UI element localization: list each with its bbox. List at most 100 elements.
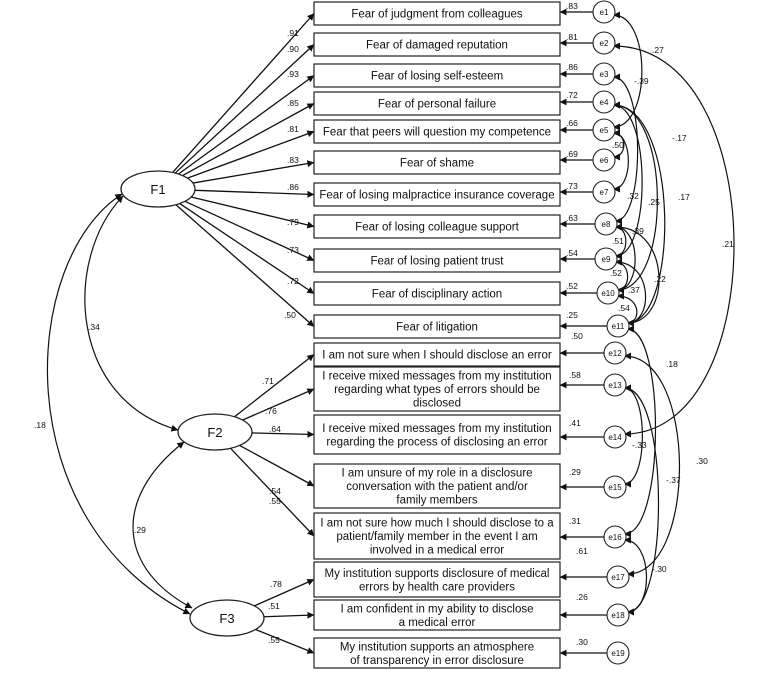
indicator-1: Fear of judgment from colleagues.83	[313, 1, 578, 26]
r-squared-label: .52	[566, 281, 578, 291]
error-covariance-arc	[617, 292, 638, 327]
error-label: e10	[601, 289, 615, 298]
error-covariance-value: .32	[627, 191, 639, 201]
loading-path	[234, 353, 315, 418]
error-covariance-arc	[613, 42, 735, 438]
indicator-label: conversation with the patient and/or	[346, 481, 528, 493]
indicator-label: I am confident in my ability to disclose	[340, 603, 533, 615]
r-squared-label: .30	[576, 637, 588, 647]
error-circle	[592, 31, 616, 55]
error-term-e1: e1	[592, 0, 616, 24]
indicator-12: I am not sure when I should disclose an …	[313, 331, 583, 367]
error-terms-group: e1e2e3e4e5e6e7e8e9e10e11e12e13e14e15e16e…	[592, 0, 630, 665]
loading-coefficient: .55	[268, 635, 280, 645]
indicator-box	[313, 463, 561, 509]
latent-label: F3	[219, 611, 234, 626]
error-covariance-value: -.17	[672, 133, 687, 143]
error-covariance-arc	[613, 11, 643, 131]
error-label: e5	[600, 126, 609, 135]
indicator-box	[313, 342, 561, 367]
indicator-box	[313, 214, 561, 239]
error-circle	[592, 118, 616, 142]
indicator-3: Fear of losing self-esteem.86	[313, 62, 578, 88]
indicator-box	[313, 512, 561, 560]
error-circle	[606, 603, 630, 627]
indicator-15: I am unsure of my role in a disclosureco…	[313, 463, 581, 509]
indicator-label: involved in a medical error	[370, 545, 504, 557]
r-squared-label: .63	[566, 213, 578, 223]
loading-paths-group: .91.90.93.85.81.83.86.79.73.72.50.71.76.…	[172, 8, 607, 657]
indicator-5: Fear that peers will question my compete…	[313, 118, 578, 144]
error-label: e2	[600, 39, 609, 48]
error-covariance-value: .30	[696, 456, 708, 466]
error-covariance-value: .27	[652, 45, 664, 55]
error-term-e16: e16	[603, 525, 627, 549]
indicator-box	[313, 150, 561, 175]
indicator-label: I receive mixed messages from my institu…	[322, 423, 551, 435]
loading-path	[254, 578, 315, 607]
error-term-e3: e3	[592, 62, 616, 86]
indicator-items-group: Fear of judgment from colleagues.83Fear …	[313, 1, 588, 669]
error-covariance-arc	[624, 384, 643, 488]
indicator-8: Fear of losing colleague support .63	[313, 213, 578, 239]
indicator-label: regarding the process of disclosing an e…	[326, 436, 547, 448]
loading-path	[191, 196, 315, 229]
indicator-box	[313, 414, 561, 455]
latent-f3: F3	[189, 599, 265, 637]
indicator-label: I am not sure how much I should disclose…	[320, 518, 554, 530]
r-squared-label: .72	[566, 90, 578, 100]
error-covariance-value: .39	[632, 226, 644, 236]
error-label: e11	[612, 322, 625, 331]
indicator-box	[313, 32, 561, 57]
indicator-label: My institution supports disclosure of me…	[325, 568, 550, 580]
loading-coefficient: .90	[287, 44, 299, 54]
error-term-e8: e8	[594, 212, 618, 236]
indicator-box	[313, 119, 561, 144]
loading-path	[242, 388, 315, 421]
loading-path	[182, 102, 315, 177]
loading-path	[194, 189, 315, 198]
error-label: e9	[602, 255, 611, 264]
loading-path	[174, 44, 315, 174]
indicator-box	[313, 314, 561, 339]
error-label: e1	[600, 8, 609, 17]
error-label: e13	[608, 381, 622, 390]
loading-coefficient: .64	[269, 424, 281, 434]
error-covariance-arc	[615, 223, 660, 327]
error-circle	[606, 565, 630, 589]
indicator-box	[313, 91, 561, 116]
loading-coefficient: .86	[287, 182, 299, 192]
error-term-e6: e6	[592, 148, 616, 172]
indicator-18: I am confident in my ability to disclose…	[313, 592, 588, 631]
indicator-box	[313, 248, 561, 273]
indicator-2: Fear of damaged reputation .81	[313, 32, 578, 57]
r-squared-label: .58	[569, 370, 581, 380]
r-squared-label: .61	[576, 546, 588, 556]
r-squared-label: .81	[566, 32, 578, 42]
indicator-label: Fear of losing colleague support	[355, 222, 519, 234]
indicator-box	[313, 637, 561, 669]
loading-coefficient: .73	[287, 245, 299, 255]
latent-label: F2	[207, 425, 222, 440]
error-label: e19	[611, 649, 625, 658]
factor-correlation-value: .29	[134, 525, 146, 535]
indicator-9: Fear of losing patient trust.54	[313, 248, 578, 273]
r-squared-label: .66	[566, 118, 578, 128]
loading-coefficient: .55	[269, 496, 281, 506]
indicator-label: Fear of losing self-esteem	[371, 71, 503, 83]
loading-coefficient: .78	[270, 579, 282, 589]
indicator-16: I am not sure how much I should disclose…	[313, 512, 581, 560]
indicator-label: Fear of damaged reputation	[366, 40, 508, 52]
loading-coefficient: .83	[287, 155, 299, 165]
factor-correlation-arc	[46, 193, 191, 615]
r-squared-label: .83	[566, 1, 578, 11]
indicator-label: regarding what types of errors should be	[334, 384, 540, 396]
indicator-box	[313, 561, 561, 598]
indicator-6: Fear of shame.69	[313, 149, 578, 175]
indicator-box	[313, 281, 561, 306]
indicator-box	[313, 63, 561, 88]
indicator-box	[313, 182, 561, 207]
loading-coefficient: .51	[268, 601, 280, 611]
r-squared-label: .41	[569, 418, 581, 428]
